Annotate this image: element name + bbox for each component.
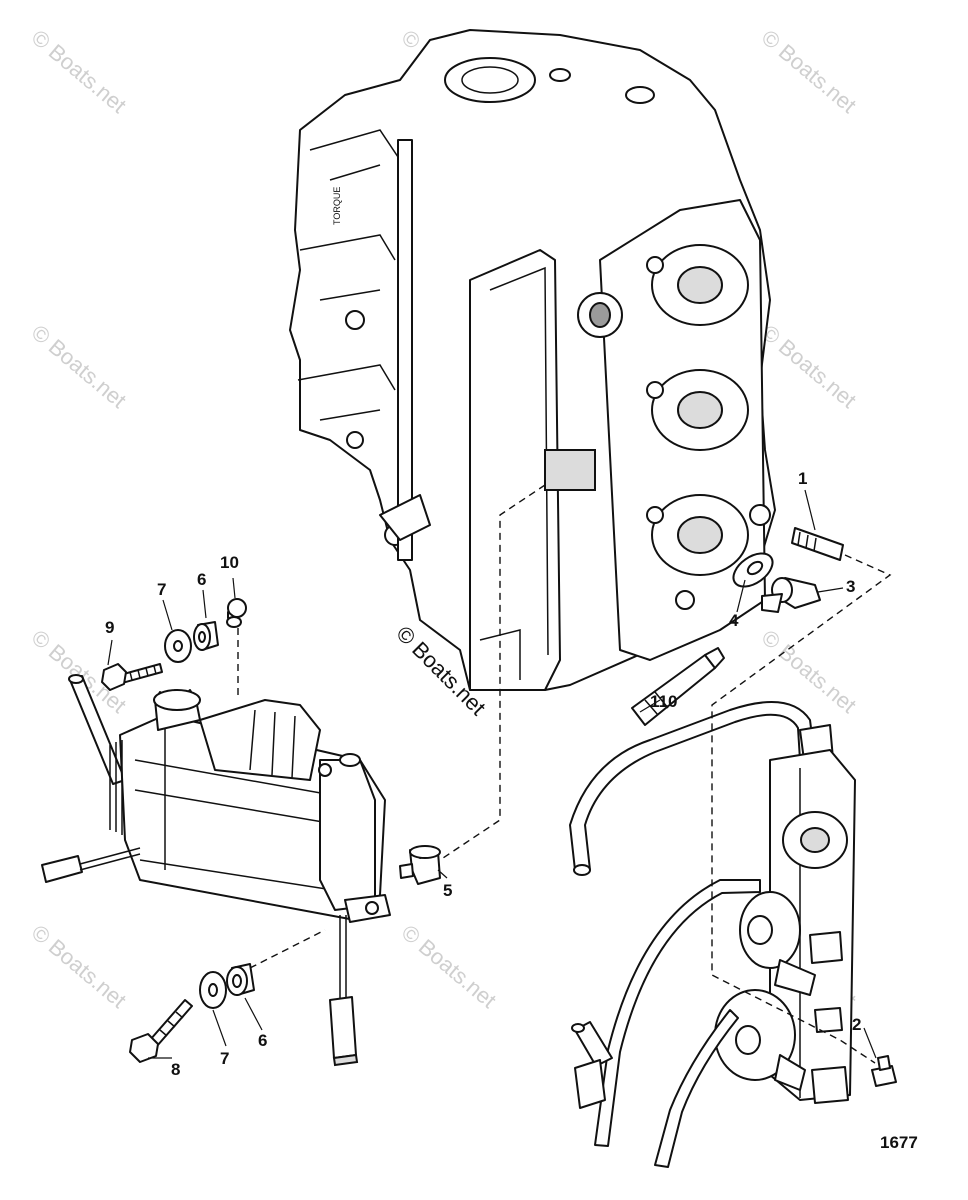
- watermark-text: © Boats.net: [757, 25, 861, 118]
- cylinder-port: [646, 494, 749, 576]
- gasket-part-4: [732, 552, 774, 588]
- callout-1: 1: [798, 469, 807, 488]
- leader-line: [863, 1027, 877, 1059]
- sealant-tube-110: [631, 647, 725, 726]
- callout-2: 2: [852, 1015, 861, 1034]
- sensor-part-3: [761, 577, 821, 613]
- watermark-text: © Boats.net: [27, 25, 131, 118]
- cylinder-port: [646, 369, 749, 451]
- leader-line: [437, 869, 448, 879]
- callout-4: 4: [729, 611, 739, 630]
- leader-line: [202, 589, 207, 619]
- callout-7-top: 7: [157, 580, 166, 599]
- washer-part-7-bottom: [199, 971, 227, 1009]
- callout-10: 10: [220, 553, 239, 572]
- bolt-part-9: [101, 663, 163, 691]
- callout-110: 110: [650, 692, 677, 711]
- washer-part-7: [164, 629, 192, 663]
- leader-line: [804, 489, 816, 531]
- callout-6-bottom: 6: [258, 1031, 267, 1050]
- alignment-line: [711, 554, 892, 1064]
- leader-line: [162, 599, 173, 631]
- callout-5: 5: [443, 881, 452, 900]
- alignment-line: [439, 484, 546, 861]
- grommet-part-6: [193, 621, 219, 651]
- leader-line: [736, 579, 746, 613]
- callout-labels: 1 2 3 4 5 6 6 7 7 8 9 10 110: [105, 469, 861, 1079]
- watermark-text: © Boats.net: [397, 920, 501, 1013]
- leader-line: [107, 639, 113, 666]
- leader-line: [817, 587, 844, 593]
- callout-8: 8: [171, 1060, 180, 1079]
- bolt-part-8: [129, 999, 193, 1063]
- callout-leaders: [107, 489, 877, 1059]
- leader-line: [639, 699, 661, 713]
- spacer-part-5: [399, 845, 441, 885]
- callout-9: 9: [105, 618, 114, 637]
- casting-torque-label: TORQUE: [332, 187, 342, 225]
- fitting-part-2: [871, 1055, 897, 1087]
- engine-block: TORQUE: [289, 29, 776, 691]
- injector-lower: [714, 989, 806, 1091]
- callout-3: 3: [846, 577, 855, 596]
- callout-7-bottom: 7: [220, 1049, 229, 1068]
- fuel-pump-module: [41, 674, 391, 1067]
- alignment-lines: [237, 484, 892, 1064]
- stud-part-1: [791, 527, 844, 561]
- bushing-part-10: [226, 598, 247, 628]
- figure-number: 1677: [880, 1133, 918, 1152]
- watermark-text: © Boats.net: [27, 320, 131, 413]
- callout-6-top: 6: [197, 570, 206, 589]
- injector-upper: [739, 891, 816, 996]
- fuel-rail-assembly: [569, 701, 856, 1168]
- cylinder-port: [646, 244, 749, 326]
- watermark-text: © Boats.net: [757, 320, 861, 413]
- leader-line: [244, 997, 263, 1031]
- leader-line: [232, 577, 236, 599]
- leader-line: [212, 1009, 227, 1047]
- watermark-text: © Boats.net: [27, 920, 131, 1013]
- grommet-part-6-bottom: [226, 963, 255, 996]
- alignment-line: [249, 929, 326, 969]
